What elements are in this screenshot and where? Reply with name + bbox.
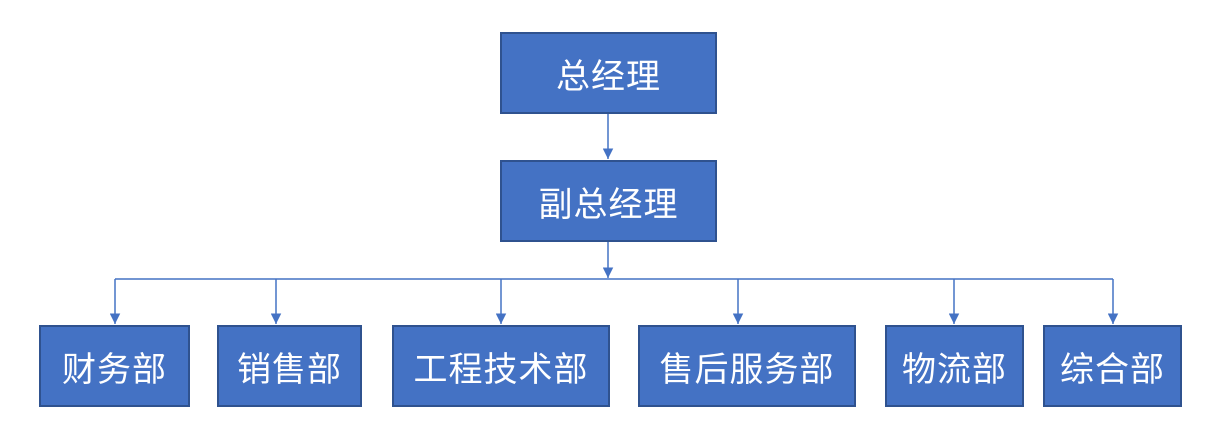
- node-deputy-general-manager: 副总经理: [500, 160, 717, 242]
- node-finance-department: 财务部: [39, 325, 190, 407]
- node-general-affairs-department: 综合部: [1043, 325, 1182, 407]
- node-sales-department: 销售部: [217, 325, 362, 407]
- node-logistics-department: 物流部: [885, 325, 1024, 407]
- node-engineering-department: 工程技术部: [392, 325, 610, 407]
- node-after-sales-department: 售后服务部: [638, 325, 856, 407]
- node-general-manager: 总经理: [500, 32, 717, 114]
